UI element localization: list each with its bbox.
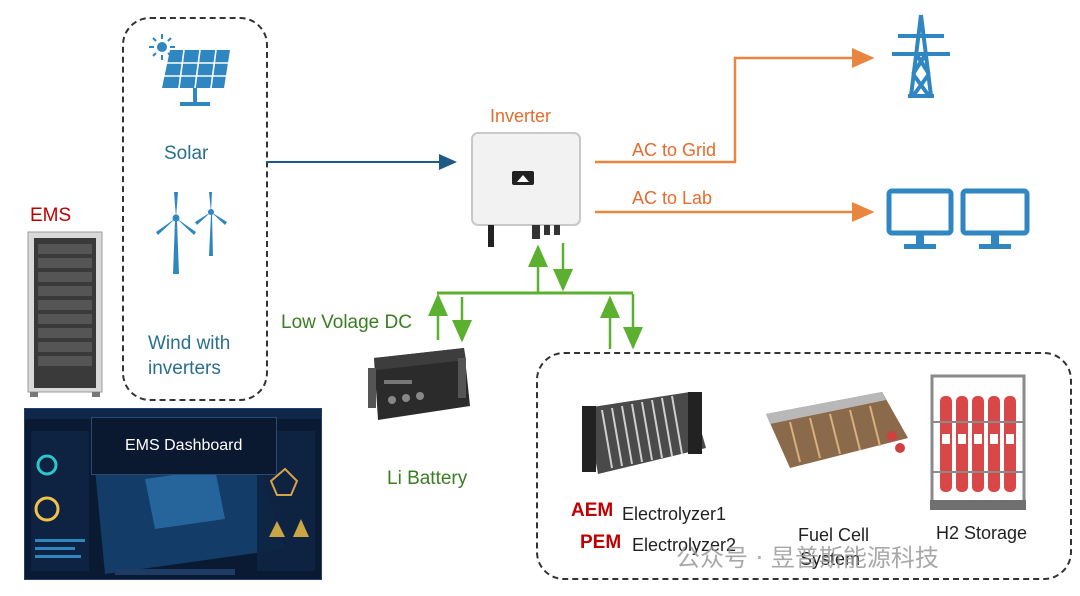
- inverter-label: Inverter: [490, 106, 552, 126]
- ems-label: EMS: [30, 205, 72, 226]
- transmission-tower-icon: [892, 14, 950, 98]
- ac-to-grid-label: AC to Grid: [632, 140, 717, 160]
- h2-storage-label: H2 Storage: [936, 523, 1028, 543]
- server-rack-icon: [27, 231, 103, 397]
- wind-label-line1: Wind with: [148, 333, 231, 354]
- renewables-group: [122, 17, 268, 401]
- ems-dashboard-title: EMS Dashboard: [125, 437, 243, 454]
- solar-label: Solar: [164, 143, 209, 164]
- electrolyzer-image: [582, 392, 706, 474]
- battery-icon: [368, 348, 470, 420]
- electrolyzer2-label: Electrolyzer2: [632, 535, 737, 555]
- ac-to-grid-line: [595, 48, 875, 164]
- ems-dashboard-title-box: [91, 417, 277, 475]
- watermark: 公众号 · 昱普斯能源科技: [676, 544, 939, 572]
- inverter-icon: [471, 132, 581, 247]
- electrolyzer1-label: Electrolyzer1: [622, 504, 727, 524]
- ac-to-lab-label: AC to Lab: [632, 188, 713, 208]
- solar-panel-icon: [162, 49, 230, 106]
- wind-label-line2: inverters: [148, 358, 221, 379]
- h2-storage-image: [930, 374, 1026, 510]
- fuel-cell-image: [766, 392, 908, 468]
- ems-dashboard-image: EMS Dashboard: [24, 408, 322, 580]
- li-battery-label: Li Battery: [387, 468, 468, 489]
- aem-label: AEM: [571, 500, 614, 521]
- wind-turbine-icon: [156, 192, 227, 274]
- hydrogen-group: [536, 352, 1072, 580]
- fuel-cell-label-line1: Fuel Cell: [798, 525, 870, 545]
- monitor-icon: [886, 188, 1030, 249]
- fuel-cell-label-line2: System: [800, 549, 861, 569]
- low-voltage-dc-label: Low Volage DC: [281, 312, 412, 333]
- pem-label: PEM: [580, 532, 622, 553]
